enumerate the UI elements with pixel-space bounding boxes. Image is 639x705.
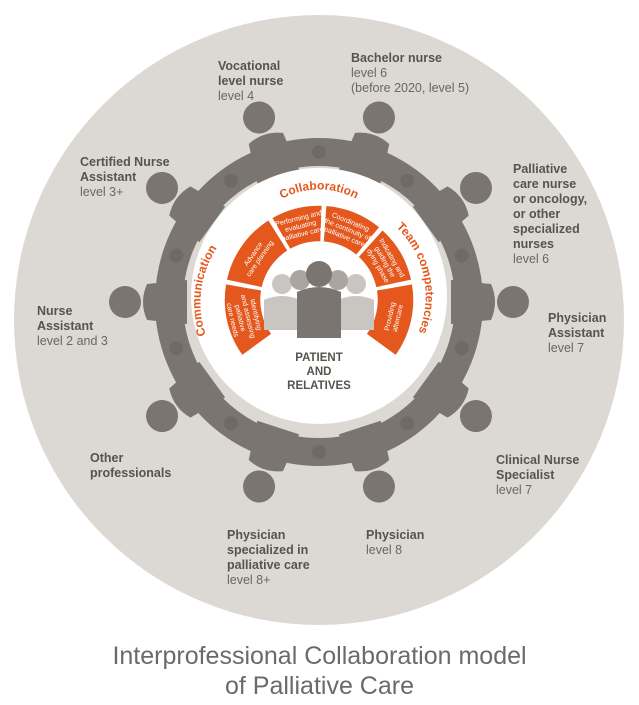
role-name: Clinical Nurse	[496, 453, 580, 467]
role-physician-assistant: Physician Assistant level 7	[548, 311, 606, 356]
joined-hands	[454, 248, 469, 263]
person-figure-icon	[109, 280, 187, 324]
person-figure-icon	[243, 101, 300, 184]
role-level: level 3+	[80, 185, 124, 199]
role-certified-nurse-assistant: Certified Nurse Assistant level 3+	[80, 155, 170, 200]
role-name: or other	[513, 207, 561, 221]
role-name: level nurse	[218, 74, 284, 88]
segment-s2	[322, 204, 382, 257]
person-head	[459, 400, 492, 433]
joined-hands	[400, 416, 415, 431]
role-nurse-assistant: Nurse Assistant level 2 and 3	[37, 304, 108, 349]
joined-hands	[312, 145, 326, 159]
person-figure-icon	[146, 361, 226, 433]
person-figure-icon	[338, 101, 395, 184]
role-note: (before 2020, level 5)	[351, 81, 470, 95]
role-name: Assistant	[548, 326, 605, 340]
joined-hands	[400, 173, 415, 188]
person-figure-icon	[338, 420, 395, 503]
people-ring	[109, 101, 529, 503]
role-name: Bachelor nurse	[351, 51, 443, 65]
person-figure-icon	[412, 361, 492, 433]
segment-label: Identifyingand assessingpalliativecare n…	[223, 292, 263, 343]
person-head	[243, 101, 276, 134]
role-other-professionals: Other professionals	[90, 451, 171, 481]
joined-hands	[169, 248, 184, 263]
role-level: level 8+	[227, 573, 271, 587]
role-level: level 7	[548, 341, 585, 355]
person-figure-icon	[412, 171, 492, 243]
role-physician: Physician level 8	[366, 528, 424, 558]
role-name: Physician	[227, 528, 286, 542]
joined-hands	[223, 173, 238, 188]
role-vocational-nurse: Vocational level nurse level 4	[218, 59, 283, 104]
segment-s4	[364, 282, 415, 357]
joined-hands	[312, 445, 326, 459]
role-name: nurses	[513, 237, 554, 251]
role-name: Other	[90, 451, 124, 465]
segment-s1	[270, 204, 324, 251]
role-physician-palliative: Physician specialized in palliative care…	[227, 528, 310, 588]
person-figure-icon	[146, 171, 226, 243]
role-level: level 7	[496, 483, 533, 497]
role-name: Assistant	[80, 170, 137, 184]
center-label-line1: PATIENT	[295, 352, 343, 364]
role-name: palliative care	[227, 558, 310, 572]
role-level: level 4	[218, 89, 255, 103]
role-name: professionals	[90, 466, 172, 480]
person-figure-icon	[451, 280, 529, 324]
segment-s6	[225, 218, 290, 289]
role-level: level 6	[351, 66, 388, 80]
role-name: Physician	[366, 528, 425, 542]
joined-hands	[454, 341, 469, 356]
role-level: level 2 and 3	[37, 334, 108, 348]
role-name: Specialist	[496, 468, 555, 482]
person-head	[146, 400, 179, 433]
person-head	[243, 470, 276, 503]
page-title-line2: of Palliative Care	[225, 672, 414, 700]
patient-group-icon	[264, 261, 374, 338]
page-title-line1: Interprofessional Collaboration model	[112, 642, 527, 670]
role-name: care nurse	[513, 177, 577, 191]
role-level: level 6	[513, 252, 550, 266]
person-head	[459, 171, 492, 204]
role-level: level 8	[366, 543, 403, 557]
role-name: Physician	[548, 311, 607, 325]
role-name: Palliative	[513, 162, 568, 176]
person-head	[497, 286, 529, 318]
role-name: specialized in	[227, 543, 309, 557]
role-name: Certified Nurse	[80, 155, 170, 169]
role-name: Assistant	[37, 319, 94, 333]
role-name: Vocational	[218, 59, 281, 73]
joined-hands	[169, 341, 184, 356]
person-head	[362, 101, 395, 134]
role-bachelor-nurse: Bachelor nurse level 6 (before 2020, lev…	[351, 51, 469, 96]
role-name: specialized	[513, 222, 580, 236]
role-clinical-nurse-specialist: Clinical Nurse Specialist level 7	[496, 453, 579, 498]
center-label-line3: RELATIVES	[287, 380, 351, 392]
person-head	[109, 286, 141, 318]
role-name: or oncology,	[513, 192, 588, 206]
person-figure-icon	[243, 420, 300, 503]
role-palliative-care-nurse: Palliative care nurse or oncology, or ot…	[513, 162, 587, 267]
person-head	[362, 470, 395, 503]
person-head	[146, 171, 179, 204]
joined-hands	[223, 416, 238, 431]
center-label-line2: AND	[307, 366, 332, 378]
segment-s3	[356, 228, 413, 289]
role-name: Nurse	[37, 304, 73, 318]
